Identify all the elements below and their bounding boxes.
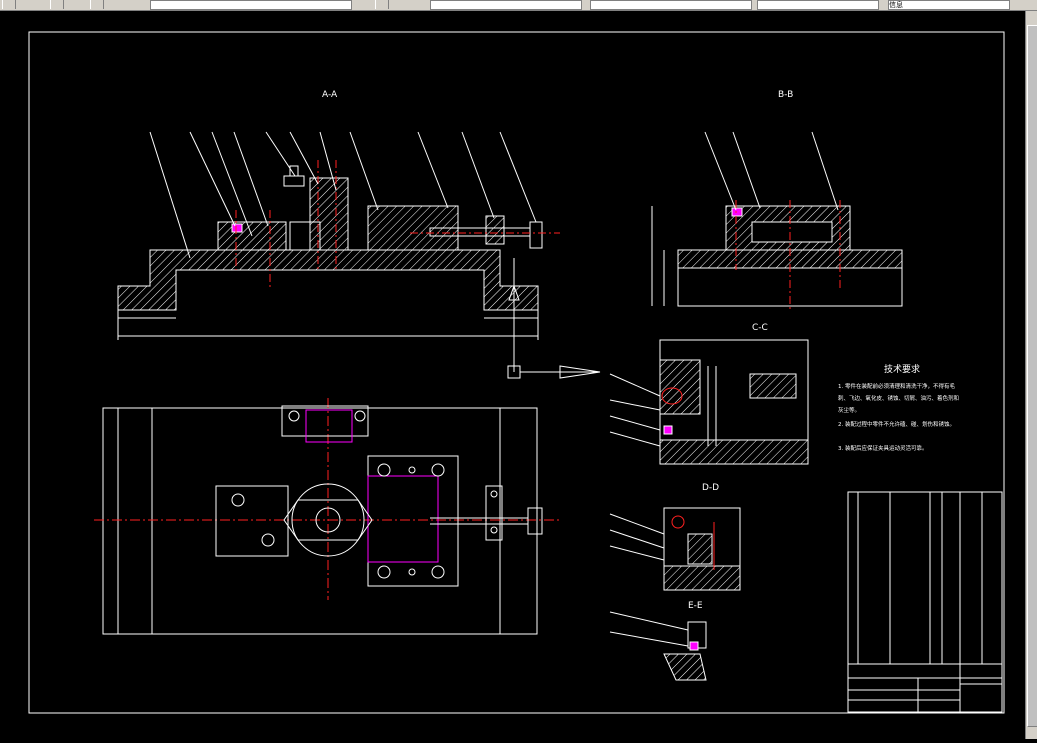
technical-requirements: 技术要求 1. 零件在装配前必须清理和清洗干净，不得有毛 刺、飞边、氧化皮、锈蚀… (838, 363, 959, 452)
vertical-scrollbar-thumb[interactable] (1027, 25, 1037, 727)
menu-icon[interactable] (2, 0, 16, 9)
drawing-canvas[interactable]: A-A B-B C-C D-D E-E (0, 11, 1025, 739)
view-title-cc: C-C (752, 323, 768, 333)
color-select[interactable] (430, 0, 582, 10)
vertical-scrollbar[interactable] (1025, 11, 1037, 739)
section-dd (609, 507, 741, 591)
drawing-frame (28, 31, 1005, 714)
cad-drawing: A-A B-B C-C D-D E-E (28, 31, 1005, 714)
tech-req-line-2: 刺、飞边、氧化皮、锈蚀、切屑、油污、着色剂和 (838, 394, 959, 402)
view-title-ee: E-E (688, 601, 703, 611)
toolbar: 信息 (0, 0, 1037, 11)
zoom-icon[interactable] (90, 0, 104, 9)
section-bb (651, 131, 903, 310)
tech-req-line-5: 3. 装配后应保证夹具运动灵活可靠。 (838, 444, 928, 452)
layer-select[interactable] (150, 0, 352, 10)
lineweight-select[interactable] (757, 0, 879, 10)
tech-req-title: 技术要求 (884, 363, 920, 375)
parts-list-table (847, 491, 1003, 713)
linetype-select[interactable] (590, 0, 752, 10)
top-view (94, 398, 560, 635)
plotstyle-select[interactable]: 信息 (888, 0, 1010, 10)
tech-req-line-3: 灰尘等。 (838, 406, 860, 414)
view-title-dd: D-D (702, 483, 719, 493)
view-title-aa: A-A (322, 90, 338, 100)
section-cc (609, 339, 809, 465)
section-aa (117, 131, 601, 379)
section-ee (609, 611, 707, 681)
tech-req-line-4: 2. 装配过程中零件不允许磕、碰、划伤和锈蚀。 (838, 420, 955, 428)
tech-req-line-1: 1. 零件在装配前必须清理和清洗干净，不得有毛 (838, 382, 955, 390)
properties-icon[interactable] (375, 0, 389, 9)
layer-icon[interactable] (50, 0, 64, 9)
view-title-bb: B-B (778, 90, 793, 100)
